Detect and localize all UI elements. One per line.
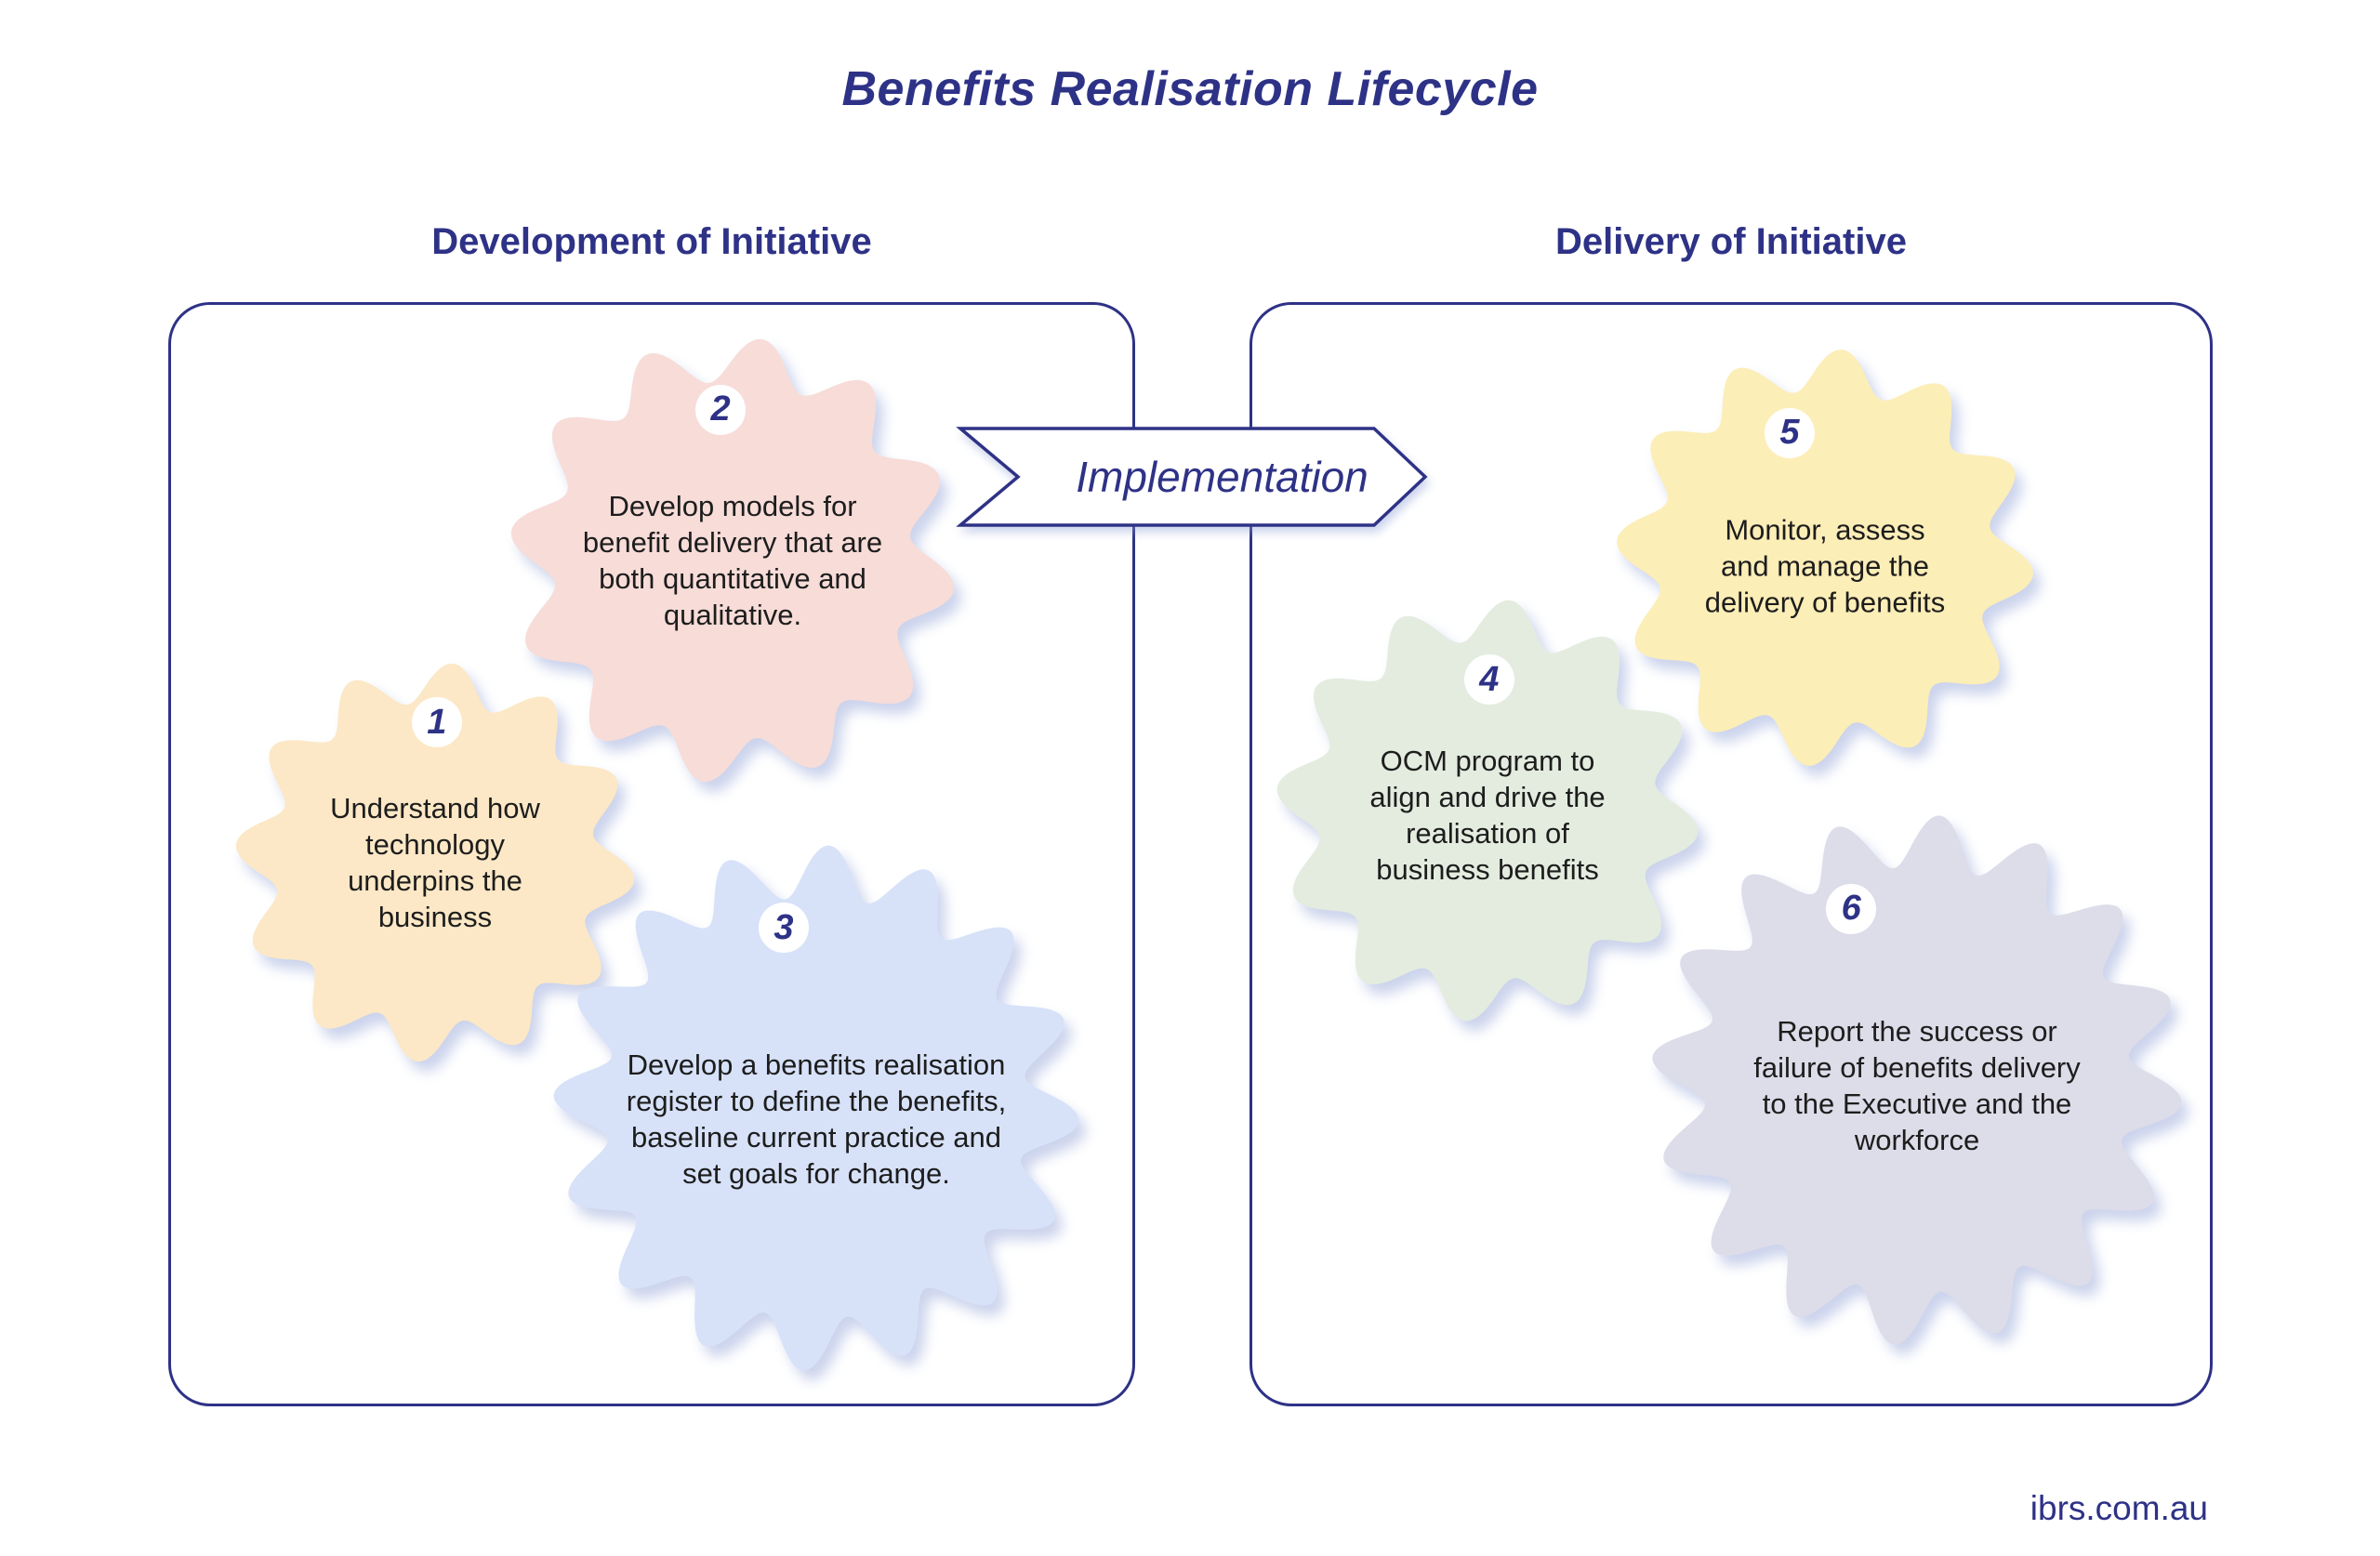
- step-number-badge: 4: [1463, 654, 1514, 705]
- step-text: Monitor, assess and manage the delivery …: [1704, 513, 1946, 619]
- implementation-banner: Implementation: [953, 421, 1432, 533]
- gear-shape-icon: [1617, 349, 2033, 766]
- step-text: Develop models for benefit delivery that…: [582, 489, 883, 632]
- page-title: Benefits Realisation Lifecycle: [841, 62, 1539, 116]
- step-number-badge: 5: [1764, 407, 1815, 458]
- panel-delivery: [1250, 302, 2213, 1406]
- gear-shape-icon: [1276, 600, 1699, 1022]
- arrow-banner-icon: [956, 427, 1428, 527]
- gear-step-3: 3 Develop a benefits realisation registe…: [545, 837, 1088, 1379]
- implementation-label: Implementation: [1076, 453, 1368, 501]
- section-header-development: Development of Initiative: [431, 221, 872, 262]
- gear-step-5: 5 Monitor, assess and manage the deliver…: [1609, 342, 2041, 773]
- step-number-badge: 2: [695, 384, 747, 435]
- step-text: OCM program to align and drive the reali…: [1369, 744, 1606, 886]
- step-number-badge: 3: [758, 903, 809, 954]
- step-text: Understand how technology underpins the …: [330, 791, 540, 934]
- gear-shape-icon: [1652, 815, 2182, 1345]
- step-number-badge: 6: [1826, 883, 1877, 934]
- gear-step-1: 1 Understand how technology underpins th…: [229, 656, 641, 1069]
- gear-step-4: 4 OCM program to align and drive the rea…: [1269, 592, 1706, 1029]
- section-header-delivery: Delivery of Initiative: [1555, 221, 1907, 262]
- gear-shape-icon: [235, 663, 635, 1062]
- step-text: Develop a benefits realisation register …: [626, 1048, 1007, 1190]
- footer-link: ibrs.com.au: [2030, 1489, 2208, 1527]
- step-number-badge: 1: [411, 697, 462, 748]
- gear-shape-icon: [510, 338, 955, 783]
- gear-shape-icon: [553, 845, 1079, 1371]
- panel-development: [168, 302, 1135, 1406]
- gear-step-2: 2 Develop models for benefit delivery th…: [502, 330, 963, 791]
- step-text: Report the success or failure of benefit…: [1753, 1014, 2081, 1156]
- gear-step-6: 6 Report the success or failure of benef…: [1643, 806, 2191, 1354]
